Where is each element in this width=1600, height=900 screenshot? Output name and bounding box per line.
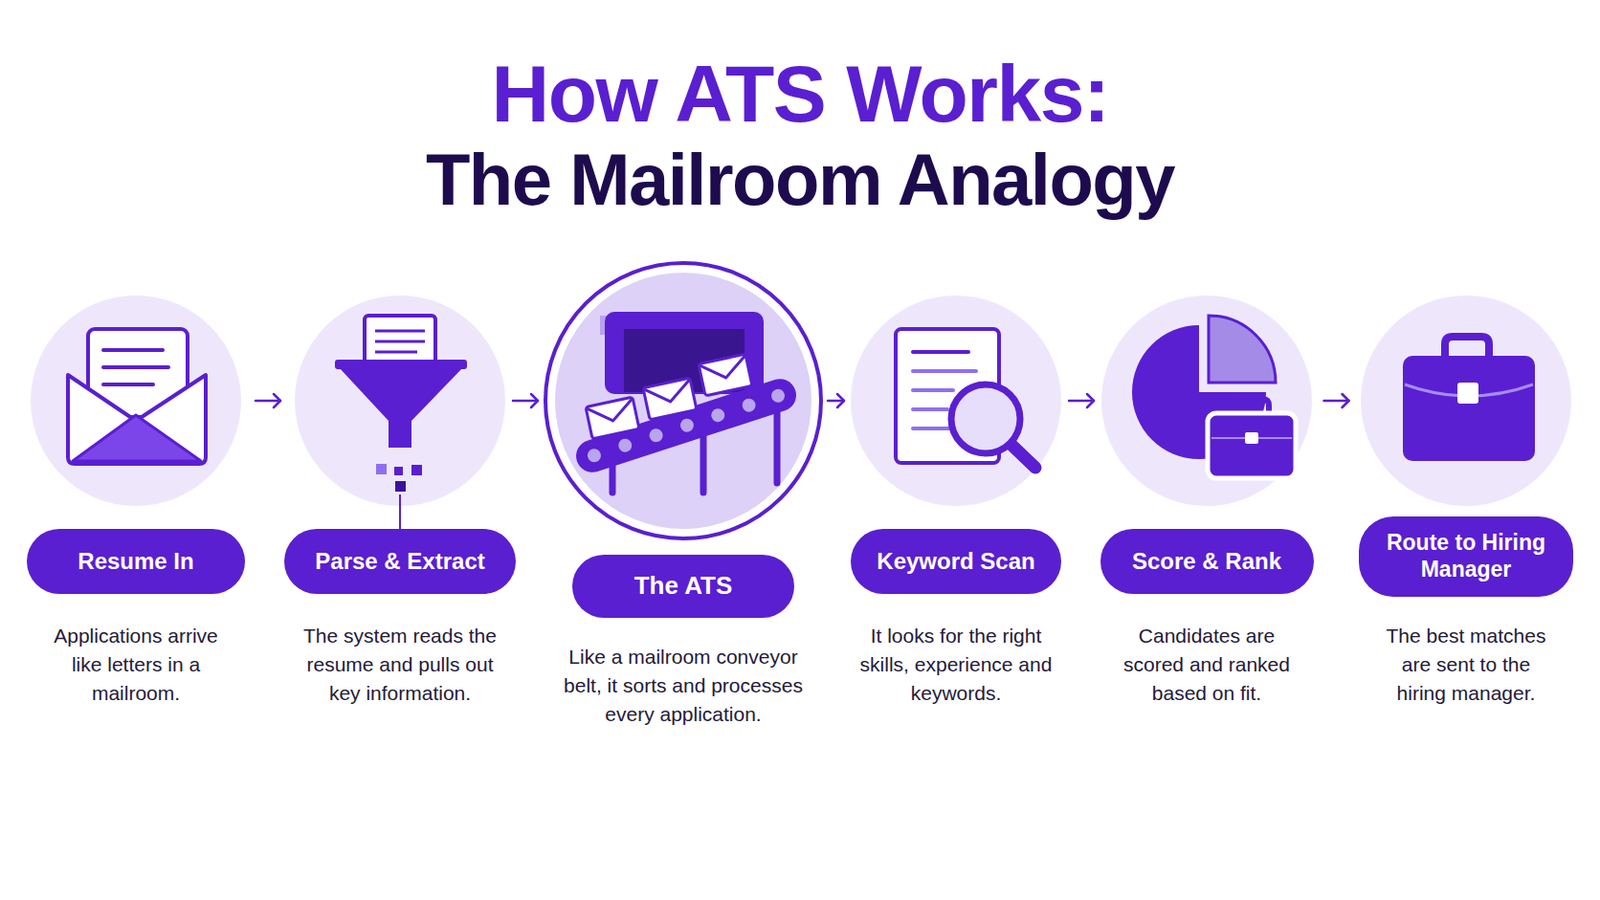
arrow-line <box>255 400 281 403</box>
funnel-icon <box>338 367 464 448</box>
funnel-icon <box>399 494 401 530</box>
envelope-icon <box>67 375 206 465</box>
step-pill: Route to Hiring Manager <box>1358 516 1574 598</box>
step-pill: The ATS <box>572 555 795 619</box>
conveyor-icon <box>585 446 603 465</box>
step-node: Route to Hiring ManagerThe best matches … <box>1346 295 1586 708</box>
conveyor-icon <box>774 406 781 484</box>
step-description: It looks for the right skills, experienc… <box>857 622 1055 708</box>
conveyor-icon <box>545 263 822 539</box>
pie-chart-icon <box>1207 413 1296 479</box>
arrow-line <box>1068 400 1094 403</box>
envelope-icon <box>103 348 163 353</box>
funnel-icon <box>394 466 403 476</box>
conveyor-icon <box>698 355 750 383</box>
conveyor-icon <box>678 417 696 435</box>
envelope-icon <box>103 382 154 387</box>
conveyor-icon <box>643 377 697 421</box>
conveyor-icon <box>709 406 727 424</box>
arrow-line <box>827 400 845 403</box>
step-node: Score & RankCandidates are scored and ra… <box>1087 295 1327 708</box>
funnel-icon <box>375 351 418 355</box>
magnifier-icon <box>912 407 948 412</box>
magnifier-icon <box>912 426 952 431</box>
step-pill: Resume In <box>26 529 245 595</box>
briefcase-icon <box>1444 336 1489 358</box>
magnifier-icon <box>850 295 1062 507</box>
arrow-line <box>512 400 538 403</box>
conveyor-icon <box>616 437 634 455</box>
pie-chart-icon <box>1244 432 1259 445</box>
magnifier-icon <box>912 388 954 393</box>
step-description: The best matches are sent to the hiring … <box>1376 622 1556 708</box>
flow-arrow <box>1068 394 1094 408</box>
step-description: Applications arrive like letters in a ma… <box>40 622 232 708</box>
conveyor-icon <box>585 397 640 440</box>
conveyor-icon <box>545 263 822 539</box>
step-node: Resume In Applications arrive like letter… <box>16 295 256 708</box>
magnifier-icon <box>850 295 1062 507</box>
diagram-title: How ATS Works: <box>0 47 1600 141</box>
conveyor-icon <box>700 430 708 493</box>
step-node: Keyword Scan It looks for the right skill… <box>836 295 1076 708</box>
funnel-icon <box>411 465 423 476</box>
conveyor-icon <box>572 375 801 478</box>
step-node: Parse & ExtractThe system reads the resu… <box>280 295 520 708</box>
step-description: Candidates are scored and ranked based o… <box>1115 622 1298 708</box>
magnifier-icon <box>912 350 969 355</box>
flow-arrow <box>255 394 281 408</box>
conveyor-icon <box>585 398 637 426</box>
flow-arrow <box>827 394 845 408</box>
briefcase-icon <box>1402 355 1535 462</box>
magnifier-icon <box>1012 445 1036 468</box>
step-description: The system reads the resume and pulls ou… <box>297 622 504 708</box>
conveyor-icon <box>643 377 697 421</box>
funnel-icon <box>395 481 406 492</box>
pie-chart-icon <box>1101 295 1312 507</box>
conveyor-icon <box>769 387 787 405</box>
arrow-head <box>1087 394 1094 408</box>
magnifier-icon <box>951 384 1021 454</box>
arrow-head <box>1342 394 1350 408</box>
conveyor-icon <box>698 354 753 397</box>
arrow-head <box>531 394 538 408</box>
briefcase-icon <box>1457 382 1479 404</box>
envelope-icon <box>30 295 242 507</box>
conveyor-icon <box>555 272 812 530</box>
arrow-line <box>1324 400 1350 403</box>
arrow-head <box>273 394 281 408</box>
conveyor-icon <box>647 426 666 445</box>
envelope-icon <box>30 295 242 507</box>
envelope-icon <box>72 415 201 462</box>
funnel-icon <box>294 295 506 507</box>
conveyor-icon <box>585 397 640 440</box>
funnel-icon <box>375 330 425 334</box>
envelope-icon <box>103 365 169 370</box>
step-pill: Score & Rank <box>1100 529 1314 595</box>
conveyor-icon <box>698 354 753 397</box>
step-pill: Keyword Scan <box>850 529 1062 595</box>
pie-chart-icon <box>1101 295 1312 507</box>
step-node: The ATS Like a mailroom conveyor belt, it… <box>539 263 827 729</box>
pie-chart-icon <box>1208 315 1276 383</box>
step-pill: Parse & Extract <box>284 529 516 595</box>
conveyor-icon <box>740 397 758 415</box>
briefcase-icon <box>1360 295 1572 507</box>
conveyor-icon <box>643 378 694 407</box>
step-description: Like a mailroom conveyor belt, it sorts … <box>550 643 817 729</box>
conveyor-icon <box>572 375 801 478</box>
magnifier-icon <box>912 369 977 374</box>
flow-arrow <box>512 394 538 408</box>
arrow-head <box>837 394 845 408</box>
funnel-icon <box>294 295 506 530</box>
flow-arrow <box>1324 394 1350 408</box>
funnel-icon <box>376 464 387 475</box>
briefcase-icon <box>1360 295 1572 507</box>
funnel-icon <box>375 340 425 344</box>
subtitle-label: The Mailroom Analogy <box>0 137 1600 222</box>
